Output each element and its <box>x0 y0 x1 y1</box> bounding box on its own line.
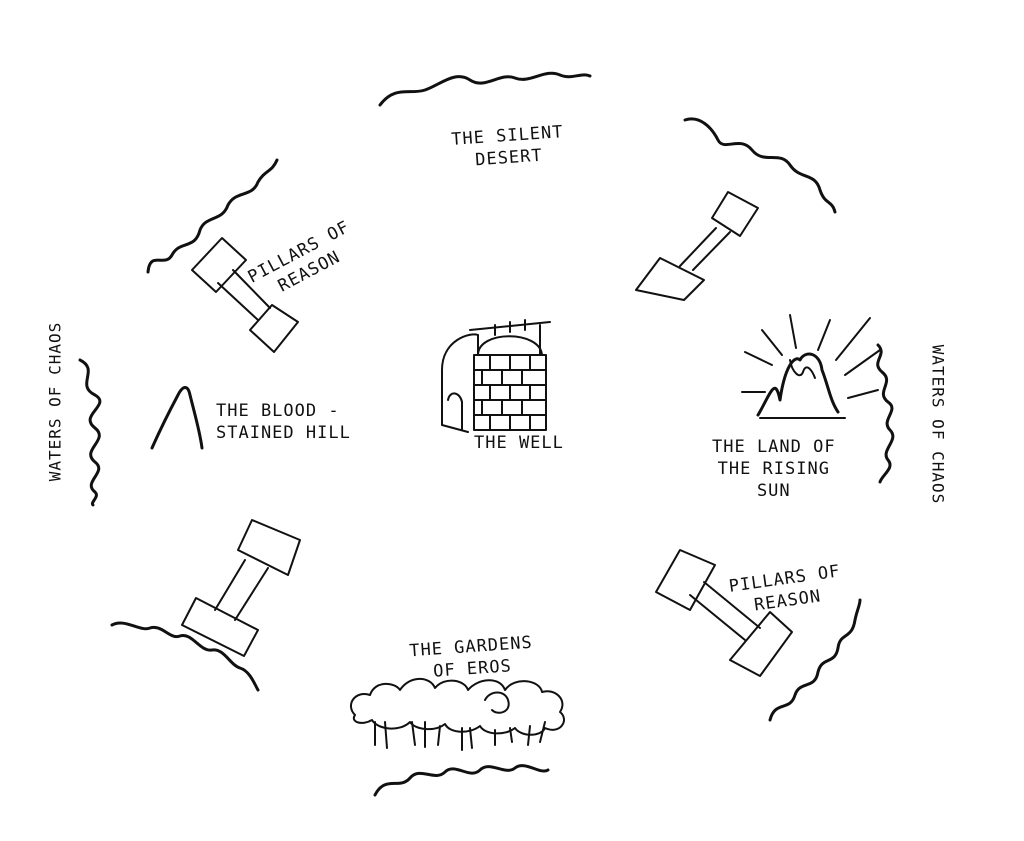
wave-bottom-icon <box>373 764 550 797</box>
wave-right-icon <box>876 343 895 484</box>
wave-left-icon <box>78 358 102 507</box>
hill-peak-icon <box>150 386 204 450</box>
wave-lower-right-icon <box>768 598 862 722</box>
label-land-of-rising-sun: THE LAND OF THE RISING SUN <box>712 437 836 501</box>
trees-icon <box>350 677 565 751</box>
wave-top-icon <box>378 71 592 107</box>
well-icon <box>441 319 551 433</box>
label-waters-of-chaos-left: WATERS OF CHAOS <box>45 321 65 482</box>
wave-upper-right-icon <box>683 117 837 214</box>
pillar-lower-left-icon <box>181 519 301 657</box>
pillar-upper-left-icon <box>191 237 299 353</box>
label-waters-of-chaos-right: WATERS OF CHAOS <box>928 344 948 505</box>
wave-upper-left-icon <box>146 158 279 274</box>
wave-lower-left-icon <box>110 621 260 692</box>
rising-sun-icon <box>741 314 881 419</box>
label-gardens-of-eros: THE GARDENS OF EROS <box>408 632 534 682</box>
pillar-upper-right-icon <box>635 191 759 301</box>
label-blood-stained-hill: THE BLOOD - STAINED HILL <box>216 401 351 443</box>
label-the-well: THE WELL <box>474 433 564 453</box>
label-silent-desert: THE SILENT DESERT <box>450 122 565 171</box>
pillar-lower-right-icon <box>655 549 793 677</box>
